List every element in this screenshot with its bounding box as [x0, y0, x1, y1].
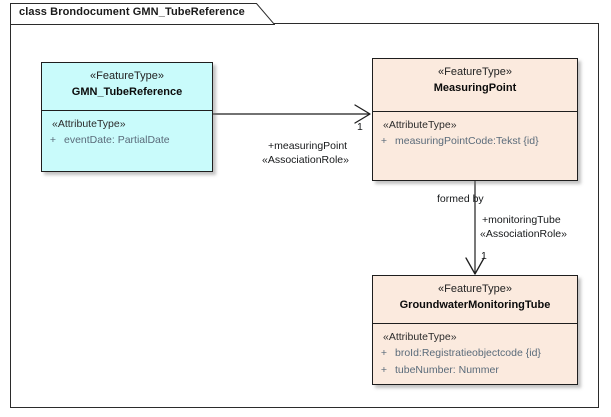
class-name: MeasuringPoint — [433, 82, 517, 94]
class-name: GMN_TubeReference — [71, 86, 183, 98]
diagram-frame — [10, 23, 599, 408]
class-attributes-gmn-tube-reference: «AttributeType» + eventDate: PartialDate — [42, 111, 212, 155]
attribute-visibility: + — [380, 135, 388, 147]
attribute-stereotype: «AttributeType» — [52, 118, 126, 130]
attribute-text: eventDate: PartialDate — [64, 134, 170, 146]
role-stereotype-measuring-point: «AssociationRole» — [262, 154, 349, 166]
role-label-measuring-point: +measuringPoint — [268, 140, 348, 152]
attribute-visibility: + — [49, 134, 57, 146]
class-box-groundwater-monitoring-tube[interactable]: «FeatureType» GroundwaterMonitoringTube … — [372, 275, 578, 385]
attribute-text: broId:Registratieobjectcode {id} — [395, 347, 541, 359]
role-label-monitoring-tube: +monitoringTube — [482, 214, 561, 226]
class-box-measuring-point[interactable]: «FeatureType» MeasuringPoint «AttributeT… — [372, 58, 578, 181]
attribute-row: + eventDate: PartialDate — [42, 132, 212, 149]
attribute-row: + measuringPointCode:Tekst {id} — [373, 133, 577, 150]
diagram-title-tab: class Brondocument GMN_TubeReference — [10, 3, 275, 25]
multiplicity-monitoring-tube: 1 — [481, 250, 487, 262]
class-stereotype: «FeatureType» — [438, 283, 512, 295]
class-stereotype: «FeatureType» — [90, 70, 164, 82]
class-header-measuring-point: «FeatureType» MeasuringPoint — [373, 59, 577, 112]
attribute-visibility: + — [380, 364, 388, 376]
class-attributes-groundwater-monitoring-tube: «AttributeType» + broId:Registratieobjec… — [373, 324, 577, 384]
class-header-gmn-tube-reference: «FeatureType» GMN_TubeReference — [42, 63, 212, 111]
class-box-gmn-tube-reference[interactable]: «FeatureType» GMN_TubeReference «Attribu… — [41, 62, 213, 172]
attribute-visibility: + — [380, 347, 388, 359]
tab-shape-icon — [10, 3, 275, 25]
attribute-stereotype: «AttributeType» — [383, 331, 457, 343]
class-attributes-measuring-point: «AttributeType» + measuringPointCode:Tek… — [373, 112, 577, 156]
attribute-text: tubeNumber: Nummer — [395, 364, 499, 376]
role-stereotype-monitoring-tube: «AssociationRole» — [480, 228, 567, 240]
class-header-groundwater-monitoring-tube: «FeatureType» GroundwaterMonitoringTube — [373, 276, 577, 324]
association-name-formed-by: formed by — [437, 193, 484, 205]
attribute-text: measuringPointCode:Tekst {id} — [395, 135, 539, 147]
attribute-row: + tubeNumber: Nummer — [373, 362, 577, 379]
multiplicity-measuring-point: 1 — [357, 121, 363, 133]
class-name: GroundwaterMonitoringTube — [399, 299, 551, 311]
attribute-row: + broId:Registratieobjectcode {id} — [373, 345, 577, 362]
class-stereotype: «FeatureType» — [438, 66, 512, 78]
page-title: class Brondocument GMN_TubeReference — [19, 6, 245, 18]
attribute-stereotype: «AttributeType» — [383, 119, 457, 131]
